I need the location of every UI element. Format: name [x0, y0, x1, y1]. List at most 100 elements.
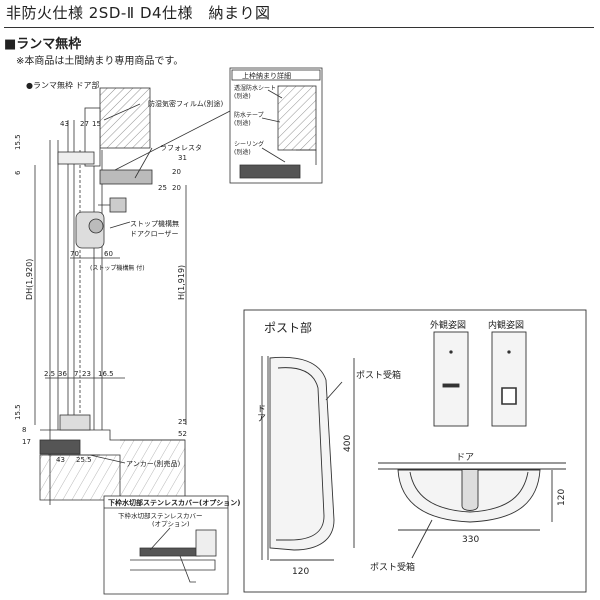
- outside-mark: [449, 350, 453, 354]
- dim-8: 8: [22, 426, 26, 434]
- dim-2-5: 2.5: [44, 370, 55, 378]
- post-box-plan-inner: [409, 471, 529, 513]
- closer-pivot: [88, 218, 104, 234]
- dim-25-top: 25: [158, 184, 167, 192]
- leader-anchor: [89, 454, 126, 464]
- leader-lath: [134, 147, 153, 179]
- sill-cover: [39, 439, 81, 455]
- detail-tape-label: 防水テープ: [234, 111, 264, 119]
- leader-cover: [149, 527, 171, 551]
- detail-bottom-box: [103, 495, 229, 595]
- leader-sealing: [261, 147, 286, 163]
- inside-mark: [507, 350, 511, 354]
- post-box-plan-slot: [461, 470, 479, 511]
- label-film: 防湿気密フィルム(別途): [148, 99, 223, 108]
- dim-400: 400: [343, 435, 353, 452]
- lath-board: [99, 169, 153, 185]
- inside-title: 内観姿図: [488, 319, 524, 331]
- head-frame: [57, 151, 95, 165]
- detail-floor: [130, 559, 216, 571]
- frame-header: [84, 107, 101, 167]
- dim-43: 43: [60, 120, 69, 128]
- page-title: 非防火仕様 2SD-Ⅱ D4仕様 納まり図: [6, 4, 271, 22]
- detail-bottom-note: (オプション): [152, 520, 190, 528]
- detail-top-title-bar: [231, 69, 321, 81]
- dim-25-5: 25.5: [76, 456, 92, 464]
- closer-bracket: [109, 197, 127, 213]
- concrete-floor-right: [120, 439, 186, 501]
- post-panel: [243, 309, 587, 593]
- detail-cover-profile: [139, 547, 201, 557]
- detail-sealing-label: シーリング: [234, 140, 264, 148]
- dim-h: H(1,919): [177, 265, 186, 300]
- leader-detail: [114, 109, 233, 171]
- leader-post-bottom: [411, 519, 433, 559]
- dim-16-5: 16.5: [98, 370, 114, 378]
- detail-sheet-label: 透湿防水シート: [234, 84, 276, 92]
- door-vertical-label: ドア: [255, 404, 265, 422]
- title-divider: [4, 27, 594, 28]
- outside-title: 外観姿図: [430, 319, 466, 331]
- detail-flashing: [296, 149, 317, 165]
- detail-insulation: [277, 85, 317, 151]
- detail-sill-block: [195, 529, 217, 557]
- label-lath: ラフォレスタ: [160, 143, 202, 152]
- detail-anchor: [179, 555, 196, 583]
- dim-60: 60: [104, 250, 113, 258]
- dim-17: 17: [22, 438, 31, 446]
- dim-330: 330: [462, 535, 479, 545]
- detail-tape-note: (別途): [234, 119, 251, 127]
- dim-dh: DH(1,920): [25, 259, 34, 300]
- post-box-side: [269, 356, 335, 551]
- dim-120-plan: 120: [557, 489, 567, 506]
- dim-120-side: 120: [292, 567, 309, 577]
- dim-23: 23: [82, 370, 91, 378]
- floor-line: [40, 429, 185, 441]
- dim-7: 7: [74, 370, 78, 378]
- dim-36: 36: [58, 370, 67, 378]
- label-closer: ドアクローザー: [130, 230, 179, 238]
- post-title: ポスト部: [264, 320, 312, 335]
- dim-25-side: 25: [178, 418, 187, 426]
- detail-top-title: 上枠納まり詳細: [242, 71, 291, 80]
- inside-handle: [501, 387, 517, 405]
- leader-closer: [109, 221, 131, 229]
- leader-film: [103, 103, 141, 121]
- leader-sheet: [267, 89, 283, 99]
- detail-bottom-title: 下枠水切部ステンレスカバー(オプション): [108, 498, 240, 507]
- detail-bottom-label: 下枠水切部ステンレスカバー: [118, 511, 203, 520]
- label-anchor: アンカー(別売品): [126, 459, 180, 468]
- product-note: ※本商品は土間納まり専用商品です。: [16, 56, 184, 67]
- dim-27: 27: [80, 120, 89, 128]
- mail-slot: [442, 383, 460, 388]
- label-stop: ストップ機構無: [130, 219, 179, 228]
- dim-15-5: 15.5: [14, 134, 22, 150]
- section-subtitle: ●ランマ無枠 ドア部: [26, 81, 100, 90]
- detail-frame-profile: [239, 164, 301, 179]
- inside-elevation: [491, 331, 527, 427]
- dim-70: 70: [70, 250, 79, 258]
- detail-sheet-note: (別途): [234, 92, 251, 100]
- door-horizontal-label: ドア: [456, 453, 474, 463]
- dim-43-foot: 43: [56, 456, 65, 464]
- dim-6-20: 6: [14, 170, 22, 175]
- post-box-side-inner: [276, 367, 325, 541]
- label-stop-mech: (ストップ機構無 付): [90, 264, 145, 272]
- outside-elevation: [433, 331, 469, 427]
- leader-tape: [261, 117, 281, 123]
- dim-31: 31: [178, 154, 187, 162]
- insulation: [99, 87, 151, 149]
- section-view: [34, 87, 233, 505]
- dim-20: 20: [172, 168, 181, 176]
- leader-post-top: [325, 381, 343, 401]
- section-heading: ■ランマ無枠: [4, 37, 82, 52]
- detail-sealing-note: (別途): [234, 148, 251, 156]
- post-label-bottom: ポスト受箱: [370, 561, 415, 573]
- post-label-top: ポスト受箱: [356, 369, 401, 381]
- dim-15-5b: 15.5: [14, 404, 22, 420]
- dim-52: 52: [178, 430, 187, 438]
- dim-15: 15: [92, 120, 101, 128]
- detail-top-box: [229, 67, 323, 184]
